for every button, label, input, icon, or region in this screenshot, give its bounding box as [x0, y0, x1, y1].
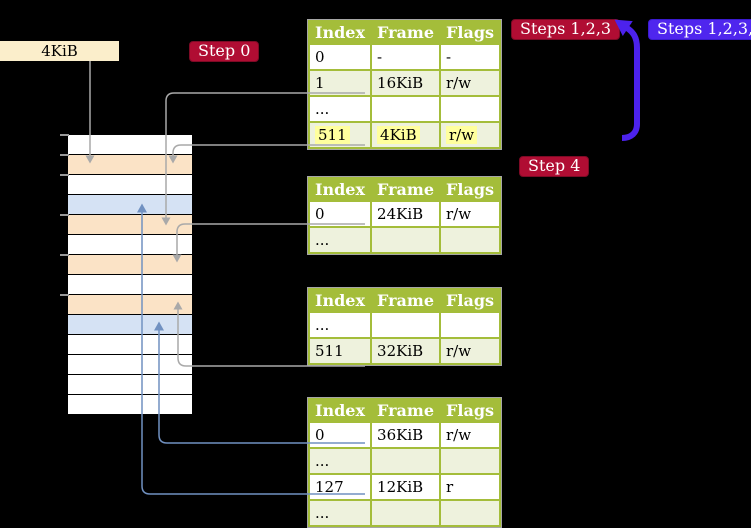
table-cell: ...: [307, 499, 373, 527]
memory-frame-row-4: [68, 215, 192, 234]
table-cell: r/w: [439, 337, 502, 365]
table-cell: ...: [307, 226, 373, 254]
table-cell: r: [439, 473, 502, 501]
physical-memory-stack: [68, 135, 192, 415]
recursive-entry-highlight: 511: [315, 126, 350, 144]
table-cell: r/w: [439, 421, 502, 449]
table-cell: 4KiB: [370, 121, 442, 149]
table-cell: r/w: [439, 69, 502, 97]
table-cell: r/w: [439, 121, 502, 149]
column-header-flags: Flags: [439, 20, 502, 45]
table-cell: 0: [307, 43, 373, 71]
memory-frame-row-9: [68, 315, 192, 334]
table-cell: [439, 95, 502, 123]
table-cell: 16KiB: [370, 69, 442, 97]
table-cell: 0: [307, 421, 373, 449]
recursive-entry-highlight: r/w: [446, 126, 478, 144]
table-cell: ...: [307, 311, 373, 339]
level-4-page-table-entry-row-3: 511 4KiB r/w: [307, 121, 502, 149]
table-cell: -: [439, 43, 502, 71]
table-cell: [439, 447, 502, 475]
column-header-frame: Frame: [370, 288, 442, 313]
memory-frame-row-10: [68, 335, 192, 354]
column-header-frame: Frame: [370, 177, 442, 202]
address-tick: [60, 294, 69, 296]
column-header-index: Index: [307, 288, 373, 313]
table-cell: 511: [307, 337, 373, 365]
recursive-loop-arrow: [614, 19, 640, 141]
step0-badge: Step 0: [189, 41, 260, 62]
address-tick: [60, 134, 69, 136]
table-cell: [439, 226, 502, 254]
column-header-index: Index: [307, 398, 373, 423]
table-cell: 1: [307, 69, 373, 97]
column-header-flags: Flags: [439, 177, 502, 202]
level-2-page-table-entry-row-0: ...: [307, 311, 502, 339]
column-header-flags: Flags: [439, 398, 502, 423]
memory-frame-row-11: [68, 355, 192, 374]
table-cell: [370, 226, 442, 254]
address-tick: [60, 254, 69, 256]
table-cell: 511: [307, 121, 373, 149]
table-cell: 24KiB: [370, 200, 442, 228]
recursive-entry-highlight: 4KiB: [377, 126, 420, 144]
step4-badge: Step 4: [519, 156, 590, 177]
table-cell: 32KiB: [370, 337, 442, 365]
level-1-page-table-entry-row-1: ...: [307, 447, 502, 475]
column-header-frame: Frame: [370, 20, 442, 45]
column-header-frame: Frame: [370, 398, 442, 423]
level-4-page-table-entry-row-0: 0--: [307, 43, 502, 71]
table-cell: 12KiB: [370, 473, 442, 501]
table-cell: [370, 95, 442, 123]
frame-4kib-label: 4KiB: [0, 41, 119, 61]
memory-frame-row-1: [68, 155, 192, 174]
level-4-page-table-entry-row-2: ...: [307, 95, 502, 123]
memory-frame-row-12: [68, 375, 192, 394]
column-header-index: Index: [307, 20, 373, 45]
table-cell: r/w: [439, 200, 502, 228]
column-header-index: Index: [307, 177, 373, 202]
memory-frame-row-2: [68, 175, 192, 194]
table-cell: 127: [307, 473, 373, 501]
table-cell: -: [370, 43, 442, 71]
table-cell: [439, 499, 502, 527]
memory-frame-row-7: [68, 275, 192, 294]
address-tick: [60, 154, 69, 156]
steps1234-badge: Steps 1,2,3,4: [648, 19, 751, 40]
memory-frame-row-6: [68, 255, 192, 274]
table-cell: ...: [307, 447, 373, 475]
address-tick: [60, 214, 69, 216]
steps123-badge: Steps 1,2,3: [511, 19, 621, 40]
level-1-page-table-entry-row-3: ...: [307, 499, 502, 527]
memory-frame-row-8: [68, 295, 192, 314]
table-cell: 0: [307, 200, 373, 228]
table-cell: [370, 311, 442, 339]
column-header-flags: Flags: [439, 288, 502, 313]
table-cell: 36KiB: [370, 421, 442, 449]
address-tick: [60, 174, 69, 176]
table-cell: [370, 499, 442, 527]
table-cell: ...: [307, 95, 373, 123]
table-cell: [439, 311, 502, 339]
memory-frame-row-3: [68, 195, 192, 214]
level-3-page-table-entry-row-1: ...: [307, 226, 502, 254]
memory-frame-row-5: [68, 235, 192, 254]
memory-frame-row-0: [68, 135, 192, 154]
memory-frame-row-13: [68, 395, 192, 414]
table-cell: [370, 447, 442, 475]
